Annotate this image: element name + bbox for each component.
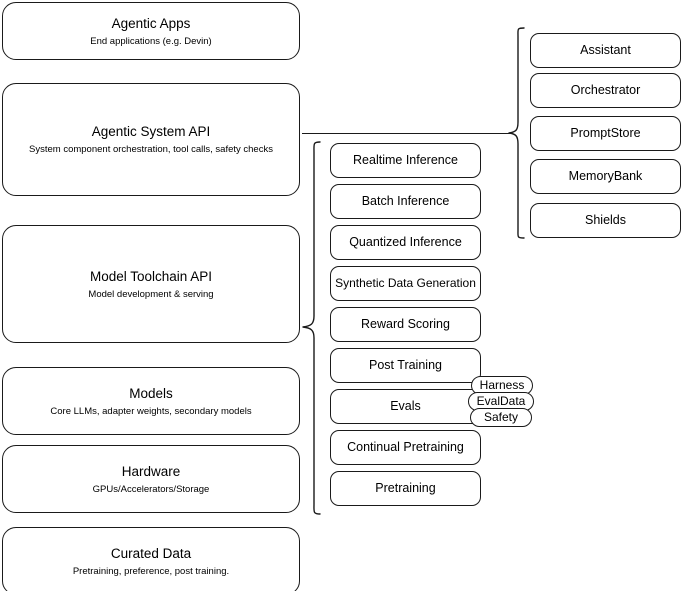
node-label: Evals <box>390 399 421 413</box>
layer-title: Models <box>129 385 173 401</box>
toolchain-node-post-training[interactable]: Post Training <box>330 348 481 383</box>
layer-subtitle: Model development & serving <box>88 288 214 300</box>
system-node-memorybank[interactable]: MemoryBank <box>530 159 681 194</box>
toolchain-node-synthetic-data-generation[interactable]: Synthetic Data Generation <box>330 266 481 301</box>
node-label: Batch Inference <box>361 194 450 208</box>
node-label: Continual Pretraining <box>347 440 464 454</box>
node-label: Synthetic Data Generation <box>335 276 476 290</box>
node-label: Reward Scoring <box>361 317 450 331</box>
eval-badge-evaldata[interactable]: EvalData <box>468 392 534 411</box>
node-label: Assistant <box>580 43 631 57</box>
badge-label: Harness <box>479 378 525 392</box>
badge-label: Safety <box>483 410 519 424</box>
system-node-shields[interactable]: Shields <box>530 203 681 238</box>
layer-node-model-toolchain-api[interactable]: Model Toolchain API Model development & … <box>2 225 300 343</box>
brace-toolchain-components <box>302 141 321 515</box>
layer-title: Curated Data <box>110 545 192 561</box>
toolchain-node-quantized-inference[interactable]: Quantized Inference <box>330 225 481 260</box>
node-label: Quantized Inference <box>349 235 462 249</box>
node-label: Post Training <box>369 358 442 372</box>
node-label: Realtime Inference <box>353 153 458 167</box>
eval-badge-safety[interactable]: Safety <box>470 408 532 427</box>
layer-subtitle: System component orchestration, tool cal… <box>29 144 273 155</box>
node-label: Orchestrator <box>570 83 641 97</box>
layer-node-curated-data[interactable]: Curated Data Pretraining, preference, po… <box>2 527 300 591</box>
toolchain-node-realtime-inference[interactable]: Realtime Inference <box>330 143 481 178</box>
node-label: Shields <box>585 213 626 227</box>
node-label: MemoryBank <box>568 169 643 183</box>
layer-subtitle: GPUs/Accelerators/Storage <box>92 483 210 495</box>
layer-subtitle: Core LLMs, adapter weights, secondary mo… <box>50 405 252 417</box>
system-node-assistant[interactable]: Assistant <box>530 33 681 68</box>
layer-title: Model Toolchain API <box>89 268 213 284</box>
toolchain-node-reward-scoring[interactable]: Reward Scoring <box>330 307 481 342</box>
node-label: Pretraining <box>375 481 436 495</box>
layer-title: Hardware <box>121 463 181 479</box>
system-node-promptstore[interactable]: PromptStore <box>530 116 681 151</box>
toolchain-node-pretraining[interactable]: Pretraining <box>330 471 481 506</box>
brace-system-components <box>508 27 525 239</box>
layer-node-models[interactable]: Models Core LLMs, adapter weights, secon… <box>2 367 300 435</box>
layer-node-agentic-system-api[interactable]: Agentic System API System component orch… <box>2 83 300 196</box>
connector-system-api-to-components <box>302 133 511 135</box>
layer-node-agentic-apps[interactable]: Agentic Apps End applications (e.g. Devi… <box>2 2 300 60</box>
layer-title: Agentic Apps <box>111 15 191 31</box>
toolchain-node-evals[interactable]: Evals <box>330 389 481 424</box>
layer-subtitle: Pretraining, preference, post training. <box>72 565 230 577</box>
toolchain-node-continual-pretraining[interactable]: Continual Pretraining <box>330 430 481 465</box>
badge-label: EvalData <box>476 394 526 408</box>
toolchain-node-batch-inference[interactable]: Batch Inference <box>330 184 481 219</box>
layer-title: Agentic System API <box>91 124 211 139</box>
node-label: PromptStore <box>570 126 641 140</box>
layer-node-hardware[interactable]: Hardware GPUs/Accelerators/Storage <box>2 445 300 513</box>
system-node-orchestrator[interactable]: Orchestrator <box>530 73 681 108</box>
layer-subtitle: End applications (e.g. Devin) <box>90 35 212 47</box>
